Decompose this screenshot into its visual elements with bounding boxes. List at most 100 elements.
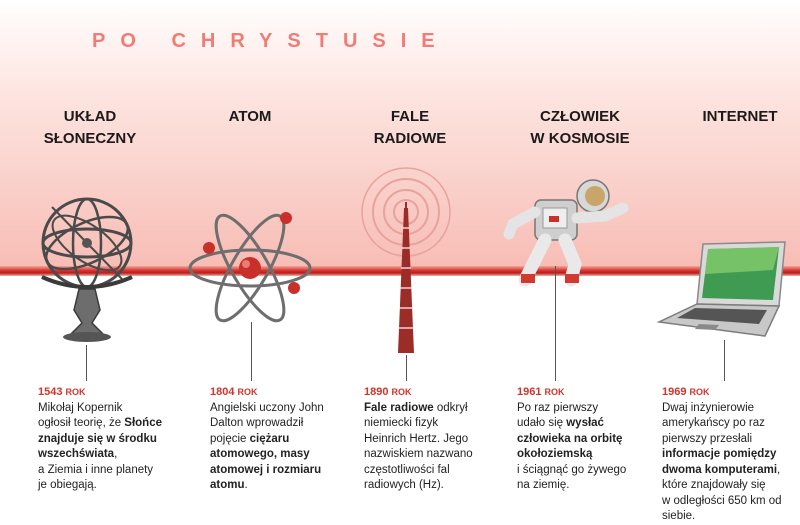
text-segment: które znajdowały się [662,479,766,491]
text-segment: radiowych (Hz). [364,479,444,491]
text-segment: Angielski uczony John [210,401,324,414]
timeline-bar [0,266,800,276]
description-line: Fale radiowe odkrył [364,401,504,417]
description-line: atomu. [210,478,350,494]
description-line: pojęcie ciężaru [210,432,350,448]
atom-icon [188,212,312,323]
bold-text: atomu [210,479,245,491]
description-line: na ziemię. [517,478,657,494]
description-line: pierwszy przesłali [662,432,800,448]
description-line: człowieka na orbitę [517,432,657,448]
year-label: 1804 ROK [210,385,350,401]
text-segment: i ściągnąć go żywego [517,463,627,476]
text-segment: na ziemię. [517,479,570,491]
column-title-line: RADIOWE [373,130,447,147]
year-unit: ROK [65,387,86,397]
description-line: okołoziemską [517,447,657,463]
year-unit: ROK [689,387,710,397]
column-title-line: CZŁOWIEK [540,108,620,125]
year-number: 1804 [210,386,235,398]
description-line: siebie. [662,509,800,525]
text-segment: częstotliwości fal [364,463,450,476]
top-gradient-background [0,0,800,272]
description-line: amerykańscy po raz [662,416,800,432]
description-line: dwoma komputerami, [662,463,800,479]
column-title-line: INTERNET [702,108,778,125]
bold-text: okołoziemską [517,448,593,460]
column-title-line: ATOM [228,108,272,125]
connector-line-radio [406,355,407,381]
text-segment: udało się [517,417,567,429]
bold-text: wszechświata [38,448,115,460]
text-segment: pierwszy przesłali [662,432,753,445]
bold-text: atomowej i rozmiaru [210,463,322,476]
text-segment: pojęcie [210,432,250,445]
connector-line-space [555,266,556,381]
description-line: i ściągnąć go żywego [517,463,657,479]
text-segment: Dalton wprowadził [210,417,304,429]
text-segment: Po raz pierwszy [517,401,599,414]
bold-text: znajduje się w środku [38,432,157,445]
column-title-radio: FALE RADIOWE [340,106,480,150]
description-line: atomowego, masy [210,447,350,463]
bold-text: informacje pomiędzy [662,448,777,460]
text-segment: je obiegają. [38,479,97,491]
description-line: Dwaj inżynierowie [662,401,800,417]
column-title-line: FALE [390,108,430,125]
column-title-internet: INTERNET [680,106,800,128]
column-title-line: SŁONECZNY [43,130,137,147]
bold-text: ciężaru [249,432,290,445]
astronaut-icon [503,179,629,287]
year-label: 1961 ROK [517,385,657,401]
page-header: PO CHRYSTUSIE [92,30,450,52]
year-label: 1969 ROK [662,385,800,401]
radio-tower-icon [361,167,451,353]
column-title-solar: UKŁAD SŁONECZNY [20,106,160,150]
description-line: niemiecki fizyk [364,416,504,432]
bold-text: wysłać [566,417,604,429]
connector-line-internet [724,340,725,381]
bold-text: atomowego, masy [210,448,310,460]
description-line: a Ziemia i inne planety [38,463,178,479]
description-line: wszechświata, [38,447,178,463]
column-title-line: UKŁAD [63,108,117,125]
description-line: w odległości 650 km od [662,494,800,510]
year-label: 1543 ROK [38,385,178,401]
laptop-icon [656,241,786,337]
year-label: 1890 ROK [364,385,504,401]
year-unit: ROK [544,387,565,397]
description-line: je obiegają. [38,478,178,494]
description-line: znajduje się w środku [38,432,178,448]
text-segment: ogłosił teorię, że [38,417,125,429]
year-number: 1543 [38,386,63,398]
description-line: Po raz pierwszy [517,401,657,417]
description-line: Heinrich Hertz. Jego [364,432,504,448]
text-segment: niemiecki fizyk [364,417,439,429]
text-segment: , [114,448,118,460]
connector-line-atom [251,322,252,381]
bold-text: człowieka na orbitę [517,432,623,445]
description-line: Mikołaj Kopernik [38,401,178,417]
year-number: 1969 [662,386,687,398]
text-segment: siebie. [662,510,696,522]
text-segment: . [244,479,248,491]
description-line: nazwiskiem nazwano [364,447,504,463]
description-line: które znajdowały się [662,478,800,494]
description-line: częstotliwości fal [364,463,504,479]
text-segment: w odległości 650 km od [662,494,782,507]
text-segment: nazwiskiem nazwano [364,448,473,460]
year-unit: ROK [391,387,412,397]
text-segment: Dwaj inżynierowie [662,401,755,414]
year-unit: ROK [237,387,258,397]
text-segment: Heinrich Hertz. Jego [364,432,469,445]
year-number: 1961 [517,386,542,398]
text-segment: odkrył [433,401,468,414]
description-line: radiowych (Hz). [364,478,504,494]
bold-text: Fale radiowe [364,401,434,414]
connector-line-solar [86,345,87,381]
